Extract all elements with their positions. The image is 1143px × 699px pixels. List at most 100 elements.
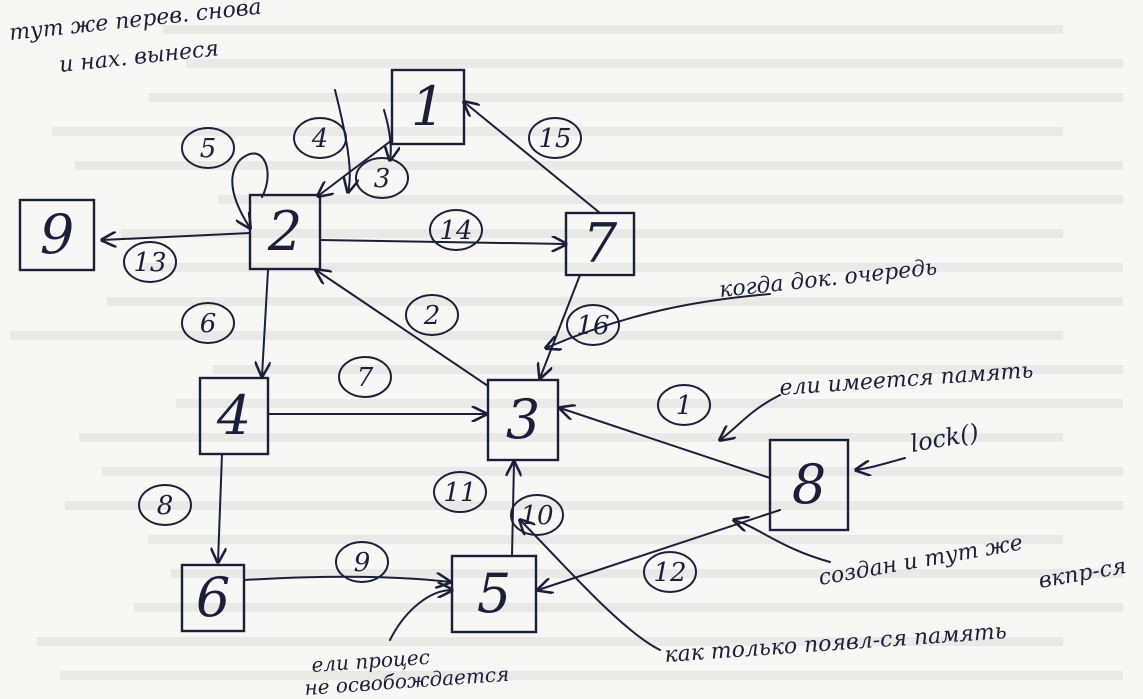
label-number: 14 — [439, 216, 472, 246]
edge-lock-note — [856, 457, 906, 470]
label-circle — [429, 209, 483, 251]
label-number: 9 — [354, 548, 371, 578]
edge-memory-note — [720, 394, 781, 440]
state-box — [768, 438, 850, 532]
edge-label-11: 11 — [433, 471, 487, 513]
state-box — [18, 198, 96, 272]
edge-label-8: 8 — [138, 484, 192, 526]
edge-2-to-9 — [102, 233, 251, 240]
label-circle — [335, 541, 389, 583]
state-box — [390, 68, 466, 146]
edge-label-16: 16 — [566, 304, 620, 346]
state-number: 4 — [216, 384, 251, 447]
edge-label-10: 10 — [510, 494, 564, 536]
edge-label-2: 2 — [405, 294, 459, 336]
state-box — [486, 378, 560, 462]
edge-6-to-5 — [243, 577, 450, 582]
note-bottom-right: как только появл-ся память — [664, 619, 1008, 668]
edge-8-to-3 — [560, 408, 771, 479]
note-created-line1: создан и тут же — [817, 530, 1025, 591]
edge-label-6: 6 — [181, 302, 235, 344]
note-top-left-line2: и нах. вынеся — [58, 36, 220, 78]
state-box — [450, 554, 538, 634]
edge-bottom-note-5 — [520, 520, 661, 651]
edge-label-15: 15 — [528, 117, 582, 159]
label-circle — [405, 294, 459, 336]
state-number: 2 — [267, 200, 302, 263]
edge-label-4: 4 — [293, 117, 347, 159]
edge-label-13: 13 — [123, 241, 177, 283]
label-number: 4 — [311, 124, 329, 154]
edge-label-12: 12 — [643, 551, 697, 593]
state-box — [198, 376, 270, 456]
label-number: 6 — [200, 309, 217, 339]
state-node-8: 8 — [768, 438, 850, 532]
state-node-5: 5 — [450, 554, 538, 634]
label-circle — [566, 304, 620, 346]
state-box — [564, 211, 636, 277]
label-circle — [181, 127, 235, 169]
label-circle — [338, 356, 392, 398]
edge-7-to-1 — [464, 102, 601, 214]
edges — [102, 89, 906, 651]
label-circle — [181, 302, 235, 344]
label-number: 2 — [423, 301, 441, 331]
state-node-9: 9 — [18, 198, 96, 272]
edge-7-to-3 — [540, 274, 581, 378]
state-box — [248, 193, 322, 271]
edge-note-to-2-left — [334, 89, 350, 192]
edge-2-self-loop — [231, 152, 269, 228]
edge-note-to-2-right — [383, 109, 391, 160]
state-number: 5 — [477, 562, 511, 625]
label-circle — [528, 117, 582, 159]
label-circle — [433, 471, 487, 513]
note-memory: ели имеется память — [779, 358, 1034, 401]
edge-label-3: 3 — [355, 157, 409, 199]
label-number: 13 — [133, 248, 166, 278]
label-circle — [138, 484, 192, 526]
state-node-4: 4 — [198, 376, 270, 456]
state-node-7: 7 — [564, 211, 636, 277]
edge-2-to-4 — [262, 269, 268, 376]
state-number: 6 — [196, 566, 230, 629]
note-created-line2: вкпр-ся — [1037, 554, 1129, 594]
edge-queue-note — [546, 293, 771, 348]
state-node-3: 3 — [486, 378, 560, 462]
state-box — [180, 563, 246, 633]
label-number: 1 — [676, 391, 693, 421]
state-node-6: 6 — [180, 563, 246, 633]
edge-created-note — [734, 520, 831, 563]
note-lock: lock() — [908, 418, 981, 458]
state-number: 3 — [506, 388, 540, 451]
label-circle — [293, 117, 347, 159]
label-circle — [657, 384, 711, 426]
edge-label-9: 9 — [335, 541, 389, 583]
label-number: 3 — [374, 164, 391, 194]
note-top-left-line1: тут же перев. снова — [8, 0, 263, 46]
edge-label-7: 7 — [338, 356, 392, 398]
label-circle — [643, 551, 697, 593]
state-number: 7 — [583, 212, 618, 275]
label-circle — [355, 157, 409, 199]
edge-label-14: 14 — [429, 209, 483, 251]
label-number: 10 — [520, 501, 553, 531]
note-queue: когда док. очередь — [718, 255, 938, 303]
state-number: 1 — [411, 75, 445, 138]
label-circle — [123, 241, 177, 283]
edge-3-to-2 — [316, 270, 489, 387]
edge-label-1: 1 — [657, 384, 711, 426]
edge-1-to-2 — [318, 139, 393, 196]
edge-bottom-left-note — [389, 590, 452, 641]
label-number: 15 — [538, 124, 571, 154]
label-number: 11 — [443, 478, 476, 508]
state-node-1: 1 — [390, 68, 466, 146]
state-node-2: 2 — [248, 193, 322, 271]
label-number: 8 — [157, 491, 174, 521]
state-number: 8 — [792, 453, 826, 516]
state-number: 9 — [40, 203, 74, 266]
